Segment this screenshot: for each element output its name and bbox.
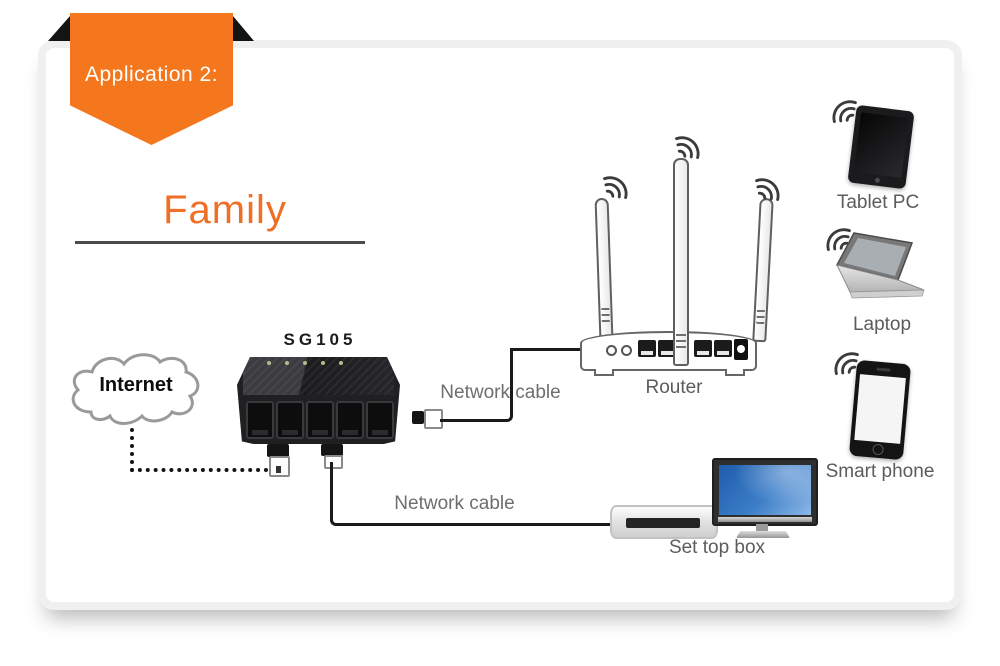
- tv-screen: [719, 465, 811, 515]
- laptop-device: [835, 232, 925, 299]
- rj45-plug: [412, 411, 424, 424]
- network-cable-label-1: Network cable: [440, 382, 561, 403]
- set-top-box-label: Set top box: [668, 537, 766, 558]
- phone-speaker: [876, 367, 891, 372]
- set-top-box-slot: [626, 518, 700, 528]
- tablet-screen: [853, 112, 909, 178]
- content-card: [38, 40, 962, 610]
- router-foot: [725, 369, 745, 376]
- router-led: [606, 345, 617, 356]
- wifi-signal-icon: [832, 100, 857, 124]
- application-ribbon-label: Application 2:: [84, 63, 219, 86]
- router-led: [621, 345, 632, 356]
- router-power-jack: [734, 339, 748, 360]
- network-cable-to-settopbox: [330, 462, 615, 526]
- antenna-chevrons: [601, 307, 610, 323]
- rj45-plug: [321, 444, 343, 456]
- router-label: Router: [645, 377, 703, 398]
- wifi-signal-icon: [834, 352, 859, 376]
- rj45-plug: [267, 444, 289, 457]
- tablet-label: Tablet PC: [836, 192, 920, 213]
- tablet-device: [847, 104, 915, 190]
- phone-screen: [854, 374, 906, 444]
- internet-label: Internet: [99, 374, 173, 396]
- router-ethernet-port: [714, 340, 732, 357]
- set-top-box-device: [610, 505, 718, 539]
- switch-led: [285, 361, 289, 365]
- ethernet-port: [366, 401, 394, 439]
- rj45-plug-pin: [276, 466, 281, 473]
- wifi-signal-icon: [826, 228, 851, 252]
- dotted-cable-vertical: [130, 428, 134, 472]
- network-cable-label-2: Network cable: [394, 493, 515, 514]
- router-ethernet-port: [658, 340, 676, 357]
- ethernet-port: [306, 401, 334, 439]
- ribbon-fold-left: [48, 16, 70, 41]
- tablet-home-button: [874, 177, 881, 184]
- sg105-switch: [237, 357, 400, 444]
- tv-device: [712, 458, 818, 526]
- switch-led: [267, 361, 271, 365]
- network-cable-to-router: [511, 348, 582, 351]
- laptop-label: Laptop: [852, 314, 912, 335]
- ethernet-port: [276, 401, 304, 439]
- ethernet-port: [336, 401, 364, 439]
- tv-bottom-bar: [718, 517, 812, 522]
- router-antenna-middle: [673, 158, 689, 366]
- antenna-chevrons: [676, 334, 686, 348]
- switch-led: [339, 361, 343, 365]
- ethernet-port: [246, 401, 274, 439]
- switch-label: SG105: [283, 330, 357, 349]
- phone-home-button: [872, 443, 885, 456]
- ribbon-fold-right: [233, 16, 254, 41]
- tv-stand-neck: [756, 524, 768, 532]
- title-underline: [75, 241, 365, 244]
- wifi-router: [580, 331, 757, 376]
- internet-cloud: Internet: [66, 350, 206, 432]
- switch-top-face: [243, 357, 394, 395]
- tv-stand-base: [736, 531, 790, 538]
- router-foot: [594, 369, 614, 376]
- switch-led: [303, 361, 307, 365]
- smartphone-label: Smart phone: [825, 461, 935, 482]
- wifi-signal-icon: [755, 178, 780, 202]
- network-cable-to-router: [440, 348, 513, 422]
- page-title: Family: [163, 188, 287, 232]
- antenna-chevrons: [756, 309, 765, 325]
- router-ethernet-port: [694, 340, 712, 357]
- wifi-signal-icon: [675, 136, 700, 160]
- router-ethernet-port: [638, 340, 656, 357]
- dotted-cable-horizontal: [130, 468, 276, 472]
- cloud-icon: [71, 353, 200, 425]
- smartphone-device: [848, 359, 912, 461]
- wifi-signal-icon: [603, 176, 628, 200]
- switch-led: [321, 361, 325, 365]
